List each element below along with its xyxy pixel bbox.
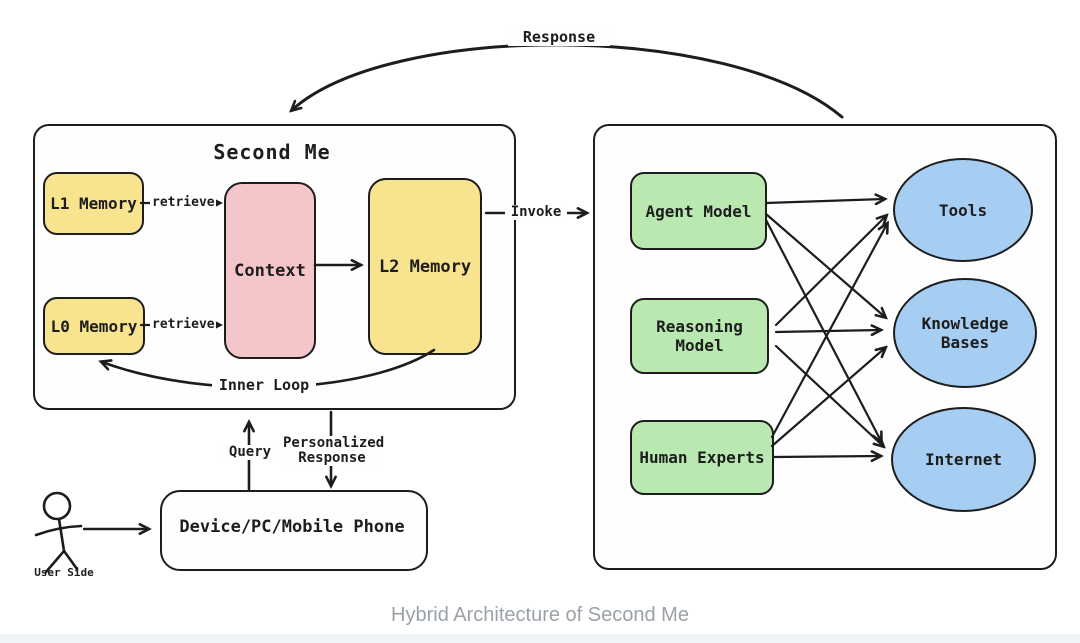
l1-memory-label: L1 Memory: [50, 194, 137, 213]
internet-node: Internet: [891, 407, 1036, 512]
l2-memory-node: L2 Memory: [368, 178, 482, 355]
device-node: [160, 490, 428, 571]
l0-memory-label: L0 Memory: [50, 316, 138, 336]
query-label: Query: [219, 444, 281, 461]
retrieve-label-top: retrieve: [150, 195, 216, 211]
response-label: Response: [508, 29, 610, 46]
context-node: Context: [224, 182, 316, 359]
tools-node: Tools: [893, 158, 1033, 262]
device-label: Device/PC/Mobile Phone: [179, 517, 405, 537]
knowledge-bases-label: Knowledge Bases: [921, 314, 1009, 352]
user-side-label: User Side: [34, 566, 94, 579]
reasoning-model-label: Reasoning Model: [656, 317, 743, 355]
user-stick-figure-icon: [34, 491, 83, 574]
human-experts-label: Human Experts: [639, 448, 765, 467]
agent-model-label: Agent Model: [645, 201, 752, 221]
second-me-title: Second Me: [213, 140, 331, 164]
agent-model-node: Agent Model: [630, 172, 767, 250]
internet-label: Internet: [924, 450, 1003, 469]
invoke-label: Invoke: [505, 204, 567, 221]
l1-memory-node: L1 Memory: [43, 172, 144, 235]
reasoning-model-node: Reasoning Model: [630, 298, 769, 374]
arrow-response: [292, 43, 844, 119]
knowledge-bases-node: Knowledge Bases: [893, 278, 1037, 388]
context-label: Context: [234, 260, 306, 281]
l2-memory-label: L2 Memory: [378, 256, 472, 277]
inner-loop-label: Inner Loop: [212, 377, 316, 394]
retrieve-label-bottom: retrieve: [150, 317, 216, 333]
human-experts-node: Human Experts: [630, 420, 774, 495]
l0-memory-node: L0 Memory: [43, 297, 145, 355]
tools-label: Tools: [938, 200, 988, 220]
personalized-response-label: Personalized Response: [281, 435, 385, 466]
diagram-caption: Hybrid Architecture of Second Me: [391, 604, 689, 626]
bottom-page-strip: [0, 634, 1080, 643]
